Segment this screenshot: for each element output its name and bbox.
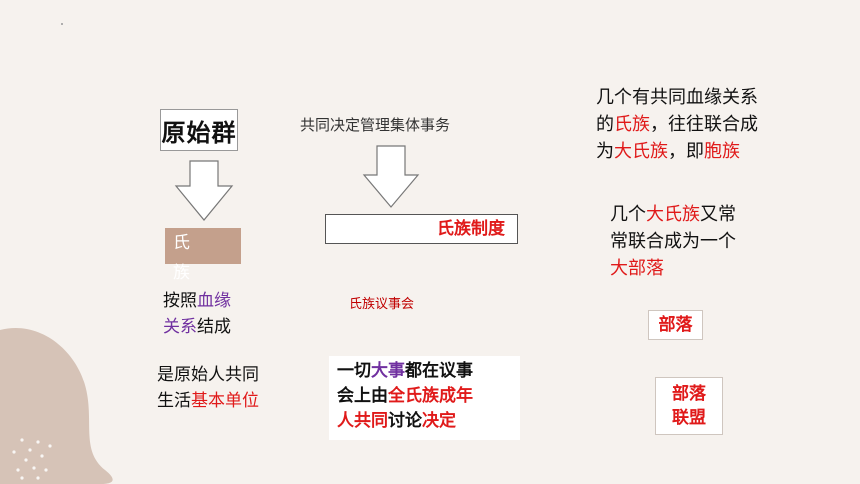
tribal-alliance-box: 部落 联盟	[655, 377, 723, 435]
highlight-red: 人共同	[337, 411, 388, 431]
clan-overflow-label: 族	[173, 263, 190, 283]
text-segment: 按照	[163, 291, 197, 311]
text-line: 几个有共同血缘关系	[596, 87, 758, 108]
highlight-red: 氏族	[614, 114, 650, 135]
text-line: 常联合成为一个	[610, 231, 736, 252]
tribe-label: 部落	[658, 315, 693, 335]
text-segment: 为	[596, 141, 614, 162]
text-segment: 都在议事	[405, 361, 473, 381]
text-segment: 又常	[700, 204, 736, 225]
text-segment: 结成	[197, 317, 231, 337]
text-segment: ，即	[668, 141, 704, 162]
highlight-red: 胞族	[704, 141, 740, 162]
text-segment: ，往往联合成	[650, 114, 758, 135]
highlight-purple: 血缘	[197, 291, 231, 311]
text-line: 是原始人共同	[157, 365, 259, 385]
highlight-red: 大氏族	[614, 141, 668, 162]
alliance-label-line2: 联盟	[672, 408, 706, 428]
phratry-text: 几个有共同血缘关系 的氏族，往往联合成 为大氏族，即胞族	[596, 84, 758, 165]
down-arrow-icon	[362, 145, 420, 208]
title-text: 原始群	[161, 117, 237, 147]
tribe-text: 几个大氏族又常 常联合成为一个 大部落	[610, 201, 736, 282]
council-label: 氏族议事会	[349, 297, 415, 312]
clan-system-box: 氏族制度	[325, 214, 518, 244]
blood-relation-text: 按照血缘 关系结成	[163, 288, 231, 340]
title-box: 原始群	[160, 109, 238, 151]
text-segment: 的	[596, 114, 614, 135]
highlight-purple: 关系	[163, 317, 197, 337]
tribe-box: 部落	[648, 310, 703, 340]
clan-box: 氏 族	[165, 228, 241, 283]
alliance-label-line1: 部落	[672, 384, 706, 404]
highlight-red: 决定	[422, 411, 456, 431]
down-arrow-icon	[174, 160, 234, 221]
basic-unit-text: 是原始人共同 生活基本单位	[157, 362, 259, 414]
highlight-red: 大氏族	[646, 204, 700, 225]
decision-box: 一切大事都在议事 会上由全氏族成年 人共同讨论决定	[329, 356, 520, 440]
text-segment: 一切	[337, 361, 371, 381]
text-segment: 生活	[157, 391, 191, 411]
highlight-red: 基本单位	[191, 391, 259, 411]
clan-system-label: 氏族制度	[437, 219, 505, 239]
text-segment: 几个	[610, 204, 646, 225]
highlight-red: 大部落	[610, 258, 664, 279]
highlight-purple: 大事	[371, 361, 405, 381]
subtitle: 共同决定管理集体事务	[300, 116, 451, 134]
text-segment: 会上由	[337, 386, 388, 406]
highlight-red: 全氏族成年	[388, 386, 473, 406]
text-segment: 讨论	[388, 411, 422, 431]
clan-label: 氏	[173, 233, 190, 253]
